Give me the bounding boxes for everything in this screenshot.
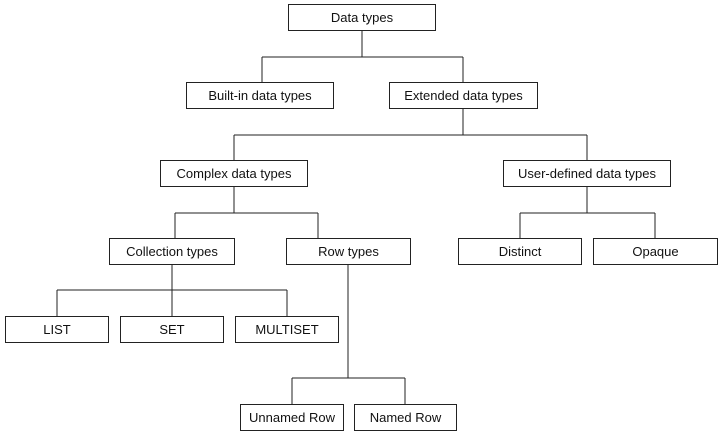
node-label: SET <box>159 322 185 337</box>
node-label: Distinct <box>498 244 542 259</box>
node-built-in-data-types: Built-in data types <box>186 82 334 109</box>
node-set: SET <box>120 316 224 343</box>
node-label: Collection types <box>126 244 218 259</box>
node-label: LIST <box>43 322 71 337</box>
node-user-defined-data-types: User-defined data types <box>503 160 671 187</box>
node-distinct: Distinct <box>458 238 582 265</box>
node-multiset: MULTISET <box>235 316 339 343</box>
node-opaque: Opaque <box>593 238 718 265</box>
node-label: Opaque <box>632 244 679 259</box>
node-label: Extended data types <box>404 88 523 103</box>
node-named-row: Named Row <box>354 404 457 431</box>
node-complex-data-types: Complex data types <box>160 160 308 187</box>
node-label: Row types <box>318 244 379 259</box>
node-label: Named Row <box>369 410 442 425</box>
node-label: MULTISET <box>255 322 319 337</box>
node-label: Built-in data types <box>208 88 312 103</box>
node-label: Unnamed Row <box>249 410 335 425</box>
node-extended-data-types: Extended data types <box>389 82 538 109</box>
node-unnamed-row: Unnamed Row <box>240 404 344 431</box>
node-label: Complex data types <box>176 166 292 181</box>
node-row-types: Row types <box>286 238 411 265</box>
node-collection-types: Collection types <box>109 238 235 265</box>
node-label: Data types <box>330 10 394 25</box>
node-label: User-defined data types <box>517 166 657 181</box>
node-data-types: Data types <box>288 4 436 31</box>
node-list: LIST <box>5 316 109 343</box>
